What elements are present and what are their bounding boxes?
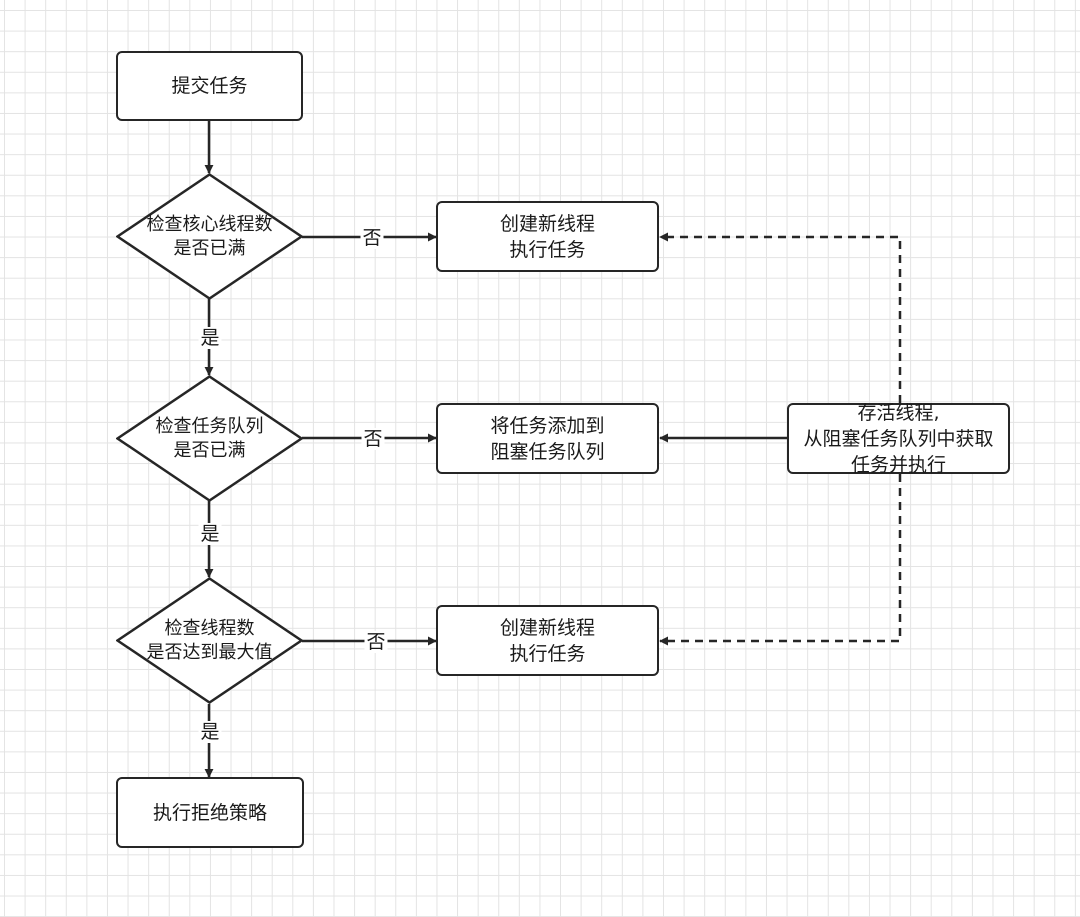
create-thread-node-1: 创建新线程 执行任务: [436, 201, 659, 272]
decision-diamond-shape: [116, 173, 303, 300]
edge-label-no-core: 否: [360, 227, 384, 249]
decision-diamond-shape: [116, 577, 303, 704]
add-to-queue-node: 将任务添加到 阻塞任务队列: [436, 403, 659, 474]
check-max-threads-decision: 检查线程数 是否达到最大值: [116, 577, 303, 704]
keepalive-thread-node: 存活线程, 从阻塞任务队列中获取 任务并执行: [787, 402, 1010, 476]
edge-label-no-queue: 否: [361, 428, 385, 450]
dashed-arrow-keepalive-to-create-thread-2: [659, 474, 902, 646]
edge-label-no-max: 否: [364, 631, 388, 653]
dashed-arrow-keepalive-to-create-thread-1: [659, 232, 902, 403]
edge-label-yes-queue: 是: [198, 523, 222, 545]
decision-label: 检查线程数 是否达到最大值: [146, 617, 273, 663]
decision-label: 检查任务队列 是否已满: [155, 415, 264, 461]
create-thread-node-2: 创建新线程 执行任务: [436, 605, 659, 676]
edge-label-yes-core: 是: [198, 327, 222, 349]
reject-policy-node: 执行拒绝策略: [116, 777, 304, 848]
check-core-threads-decision: 检查核心线程数 是否已满: [116, 173, 303, 300]
edge-label-yes-max: 是: [198, 721, 222, 743]
check-queue-decision: 检查任务队列 是否已满: [116, 375, 303, 502]
decision-diamond-shape: [116, 375, 303, 502]
submit-task-node: 提交任务: [116, 51, 303, 121]
decision-label: 检查核心线程数 是否已满: [146, 213, 273, 259]
